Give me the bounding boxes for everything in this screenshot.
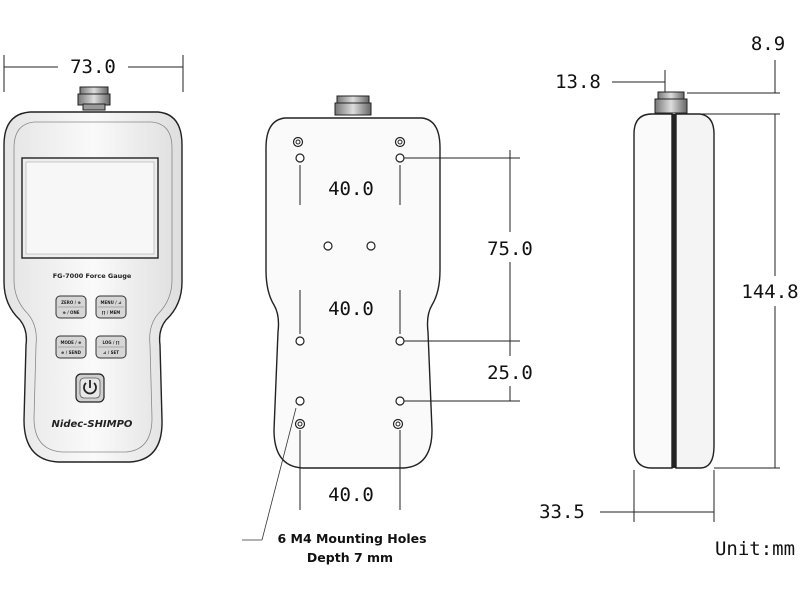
back-bottom-hole-dimension: 40.0	[299, 430, 401, 510]
svg-text:40.0: 40.0	[328, 484, 374, 506]
back-sensor-nut	[334, 95, 372, 116]
hole-center-left	[323, 241, 333, 251]
front-brand-logo: Nidec-SHIMPO	[52, 419, 133, 430]
svg-text:ZERO / ⊕: ZERO / ⊕	[61, 300, 81, 305]
key-zero[interactable]: ZERO / ⊕ ⊕ / ONE	[55, 295, 87, 319]
front-width-label: 73.0	[70, 56, 116, 78]
hole-top-left-screw	[292, 136, 304, 148]
side-body-front-half	[633, 113, 673, 469]
hole-lower-left	[295, 396, 305, 406]
side-height-dimension: 144.8	[714, 114, 799, 469]
side-top-right-dimension: 8.9	[687, 33, 785, 115]
svg-text:⊕ / SEND: ⊕ / SEND	[61, 350, 82, 355]
hole-center-right	[366, 241, 376, 251]
back-lower-offset-dimension: 25.0	[404, 341, 533, 402]
key-mode[interactable]: MODE / ⊕ ⊕ / SEND	[55, 335, 87, 359]
front-model-label: FG-7000 Force Gauge	[53, 272, 132, 280]
mounting-note-line1: 6 M4 Mounting Holes	[277, 531, 426, 546]
svg-text:⊕ / ONE: ⊕ / ONE	[62, 310, 79, 315]
hole-mid-left	[295, 336, 305, 346]
side-view: 13.8 8.9 144.8 33.5 Unit:mm	[539, 33, 798, 560]
svg-text:75.0: 75.0	[487, 238, 533, 260]
power-button[interactable]	[75, 373, 105, 403]
back-body	[265, 117, 441, 469]
back-top-hole-dimension: 40.0	[299, 165, 401, 205]
front-bezel	[13, 121, 173, 453]
hole-bottom-right-screw	[392, 418, 404, 430]
mounting-note-line2: Depth 7 mm	[307, 550, 393, 565]
hole-upper-right	[395, 153, 405, 163]
mounting-holes	[292, 136, 406, 430]
svg-text:⌈⌉ / MEM: ⌈⌉ / MEM	[102, 310, 121, 315]
power-icon	[83, 380, 97, 395]
hole-bottom-left-screw	[294, 418, 306, 430]
svg-text:40.0: 40.0	[328, 298, 374, 320]
front-view: 73.0 FG-7000 Force Gauge ZERO / ⊕ ⊕ / ON…	[3, 55, 184, 463]
hole-top-right-screw	[394, 136, 406, 148]
hole-lower-right	[395, 396, 405, 406]
side-top-left-dimension: 13.8	[555, 70, 666, 93]
svg-text:MODE / ⊕: MODE / ⊕	[60, 340, 81, 345]
side-seam	[672, 114, 676, 468]
key-menu[interactable]: MENU / ⊿ ⌈⌉ / MEM	[95, 295, 127, 319]
svg-text:LOG / ⌈⌉: LOG / ⌈⌉	[103, 340, 120, 345]
svg-text:40.0: 40.0	[328, 178, 374, 200]
hole-upper-left	[295, 153, 305, 163]
side-depth-dimension: 33.5	[539, 470, 715, 523]
svg-text:13.8: 13.8	[555, 71, 601, 93]
front-sensor-nut	[77, 86, 111, 111]
svg-text:33.5: 33.5	[539, 501, 585, 523]
side-sensor-nut	[654, 91, 688, 114]
side-body-back-half	[675, 113, 715, 469]
hole-mid-right	[395, 336, 405, 346]
svg-text:144.8: 144.8	[741, 281, 798, 303]
mounting-note-leader	[242, 407, 297, 541]
svg-text:25.0: 25.0	[487, 362, 533, 384]
key-log[interactable]: LOG / ⌈⌉ ⊿ / SET	[95, 335, 127, 359]
back-vertical-span-dimension: 75.0	[404, 150, 533, 342]
svg-text:⊿ / SET: ⊿ / SET	[103, 350, 119, 355]
front-keypad: ZERO / ⊕ ⊕ / ONE MENU / ⊿ ⌈⌉ / MEM MODE …	[55, 295, 127, 359]
front-width-dimension: 73.0	[3, 55, 184, 92]
unit-label: Unit:mm	[715, 538, 795, 560]
back-mid-hole-dimension: 40.0	[299, 290, 401, 334]
svg-text:MENU / ⊿: MENU / ⊿	[101, 300, 122, 305]
svg-text:8.9: 8.9	[751, 33, 785, 55]
back-view: 40.0 40.0 40.0 75.0 25.0	[242, 95, 533, 565]
